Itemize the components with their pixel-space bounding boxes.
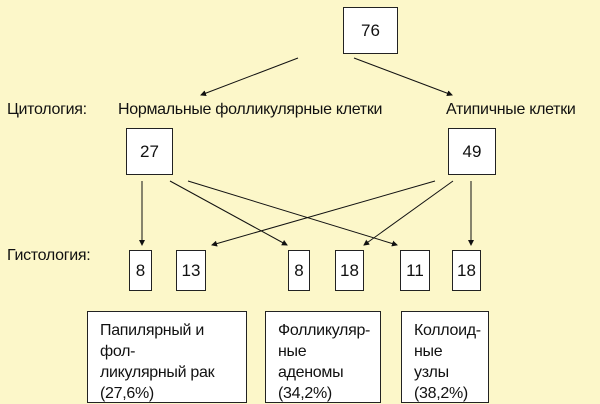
arrow-atypical-to-h4 [363,180,454,246]
outcome-line: Папилярный и фол- [100,322,204,360]
outcome-line: ные аденомы [278,343,344,381]
atypical-cells-label: Атипичные клетки [446,101,576,118]
normal-cells-label: Нормальные фолликулярные клетки [118,101,383,118]
outcome-line: ликулярный рак [100,364,215,381]
outcome-line: (38,2%) [414,385,468,402]
arrow-root-to-normal [200,57,299,97]
outcome-line: Фолликуляр- [278,322,371,339]
arrow-normal-to-h3 [169,180,288,246]
outcome-line: Коллоид- [414,322,481,339]
histology-count-box: 13 [176,250,206,291]
root-count-box: 76 [343,7,398,54]
arrow-normal-to-h5 [187,180,398,247]
outcome-colloid-box: Коллоид- ные узлы (38,2%) [401,311,489,403]
atypical-count-box: 49 [448,128,496,175]
normal-count-box: 27 [126,128,173,175]
histology-count-box: 8 [129,250,152,291]
histology-count-box: 8 [288,250,310,291]
outcome-cancer-box: Папилярный и фол- ликулярный рак (27,6%) [87,311,247,403]
outcome-line: (34,2%) [278,385,332,402]
outcome-adenoma-box: Фолликуляр- ные аденомы (34,2%) [265,311,381,403]
cytology-label: Цитология: [7,101,87,118]
histology-label: Гистология: [7,247,91,264]
arrow-atypical-to-h2 [211,180,436,247]
outcome-line: (27,6%) [100,385,154,402]
histology-count-box: 18 [452,250,481,291]
outcome-line: ные узлы [414,343,449,381]
histology-count-box: 11 [400,250,430,291]
arrow-root-to-atypical [353,57,453,97]
histology-count-box: 18 [335,250,364,291]
